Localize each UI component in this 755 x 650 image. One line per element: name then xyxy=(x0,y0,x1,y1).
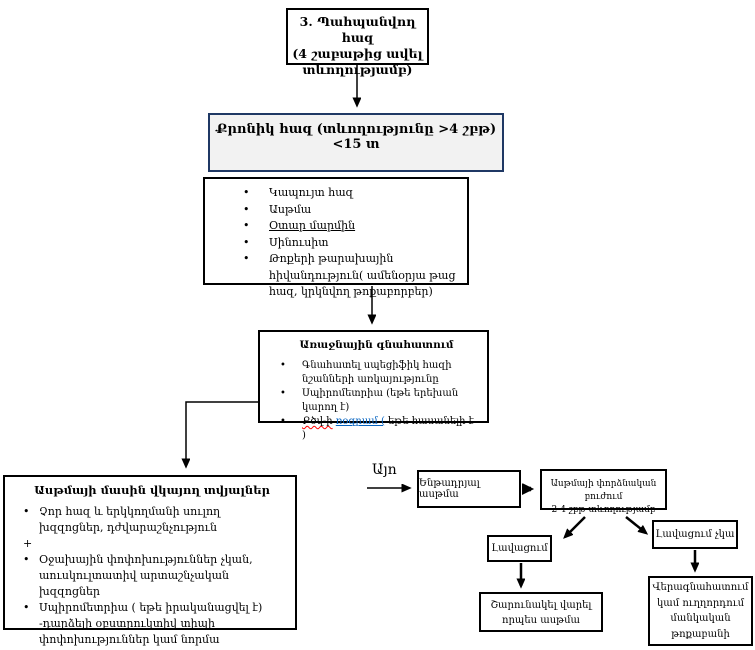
list-item: • Սպիրոմետրիա ( եթե իրականացվել է) -դարձ… xyxy=(17,600,287,648)
list-item: • Չոր հազ և երկկողմանի սուլող խզզոցներ, … xyxy=(17,504,287,536)
list-item: • Օջախային փոփոխություններ չկան, աուսկու… xyxy=(17,552,287,600)
list-item-text: Չոր հազ և երկկողմանի սուլող խզզոցներ, դժ… xyxy=(39,505,221,534)
bullet-marker: • xyxy=(23,505,30,518)
node-reassess-refer: Վերագնահատում կամ ուղղորդում մանկական թո… xyxy=(648,576,753,646)
list-item: Ասթմա xyxy=(235,202,459,219)
node-text-line: կամ ուղղորդում xyxy=(656,597,745,609)
node-title: Ասթմայի մասին վկայող տվյալներ xyxy=(34,483,270,497)
node-no-improvement: Լավացում չկա xyxy=(652,520,738,549)
plus-marker: + xyxy=(23,537,33,550)
list-item-text: Գնահատել սպեցիֆիկ հազի նշանների առկայութ… xyxy=(302,360,452,385)
list-item-text-underlined: Օտար մարմին xyxy=(269,219,356,232)
node-continue-as-asthma: Շարունակել վարել որպես ասթմա xyxy=(479,592,603,632)
node-text-line: Վերագնահատում xyxy=(652,582,749,593)
list-item-text: Ասթմա xyxy=(269,202,312,216)
list-item: Սինուսիտ xyxy=(235,235,459,252)
node-text-line: տևողությամբ) xyxy=(302,62,413,77)
node-text-line: 3. Պահպանվող հազ xyxy=(299,14,416,45)
node-text-line: Լավացում չկա xyxy=(655,529,735,540)
yes-label: Այո xyxy=(372,462,397,478)
misspelled-word: Քծվ-ի xyxy=(302,416,333,427)
list-item-text xyxy=(39,536,287,552)
list-item: + xyxy=(17,536,287,552)
list-item: Կապույտ հազ xyxy=(235,185,459,202)
arrow-primary-to-asthma-signs xyxy=(186,401,258,466)
list-item-text: եթե հասանելի է ) xyxy=(302,416,474,441)
node-text-line: Շարունակել վարել xyxy=(490,600,592,611)
node-text-line: թոքաբանի xyxy=(671,628,730,640)
list-item-text: Կապույտ հազ xyxy=(269,186,354,199)
node-text-line: Լավացում xyxy=(491,543,548,554)
list-item-text: Թոքերի թարախային հիվանդություն( ամենօրյա… xyxy=(269,252,456,298)
list-item: Թոքերի թարախային հիվանդություն( ամենօրյա… xyxy=(235,251,459,301)
hyperlink-text[interactable]: ռօգրամ ( xyxy=(335,416,385,427)
node-chronic-cough: Քրոնիկ հազ (տևողությունը >4 շբթ) <15 տ xyxy=(208,113,504,172)
node-improvement: Լավացում xyxy=(487,535,552,562)
arrow-trial-to-improvement xyxy=(565,516,586,537)
node-primary-assessment: Առաջնային գնահատում Գնահատել սպեցիֆիկ հա… xyxy=(258,330,489,441)
node-text-line: Քրոնիկ հազ (տևողությունը >4 շբթ) <15 տ xyxy=(215,122,497,152)
node-title: Առաջնային գնահատում xyxy=(299,339,454,351)
node-text-line: Ենթադրյալ ասթմա xyxy=(419,478,480,500)
list-item-text: Սինուսիտ xyxy=(269,235,329,249)
node-asthma-evidence: Ասթմայի մասին վկայող տվյալներ • Չոր հազ … xyxy=(3,475,297,646)
bullet-marker: • xyxy=(23,601,30,614)
node-trial-treatment: Ասթմայի փորձնական բուժում 2-4 շբթ տևողու… xyxy=(540,469,667,515)
node-text-line: որպես ասթմա xyxy=(502,615,580,626)
node-text-line: (4 շաբաթից ավել xyxy=(292,46,423,61)
list-item-text-composite: Քծվ-ի ռօգրամ ( եթե հասանելի է ) xyxy=(302,415,479,443)
list-item: Գնահատել սպեցիֆիկ հազի նշանների առկայութ… xyxy=(274,359,479,387)
list-item: Օտար մարմին xyxy=(235,218,459,235)
node-causes-list: Կապույտ հազ Ասթմա Օտար մարմին Սինուսիտ Թ… xyxy=(203,177,469,298)
list-item: Սպիրոմետրիա (եթե երեխան կարող է) xyxy=(274,387,479,415)
bullet-marker: • xyxy=(23,553,30,566)
list-item-text: Սպիրոմետրիա (եթե երեխան կարող է) xyxy=(302,388,459,413)
node-text-line: 2-4 շբթ տևողությամբ xyxy=(551,505,656,515)
node-text-line: մանկական xyxy=(670,613,731,624)
list-item-text: Սպիրոմետրիա ( եթե իրականացվել է) -դարձել… xyxy=(39,601,263,646)
node-presumed-asthma: Ենթադրյալ ասթմա xyxy=(417,470,521,508)
list-item: Քծվ-ի ռօգրամ ( եթե հասանելի է ) xyxy=(274,415,479,443)
list-item-text: Օջախային փոփոխություններ չկան, աուսկուլտ… xyxy=(39,553,253,598)
node-text-line: Ասթմայի փորձնական բուժում xyxy=(550,479,657,502)
arrow-trial-to-no-improvement xyxy=(625,516,646,533)
node-persistent-cough: 3. Պահպանվող հազ (4 շաբաթից ավել տևողութ… xyxy=(286,8,429,77)
